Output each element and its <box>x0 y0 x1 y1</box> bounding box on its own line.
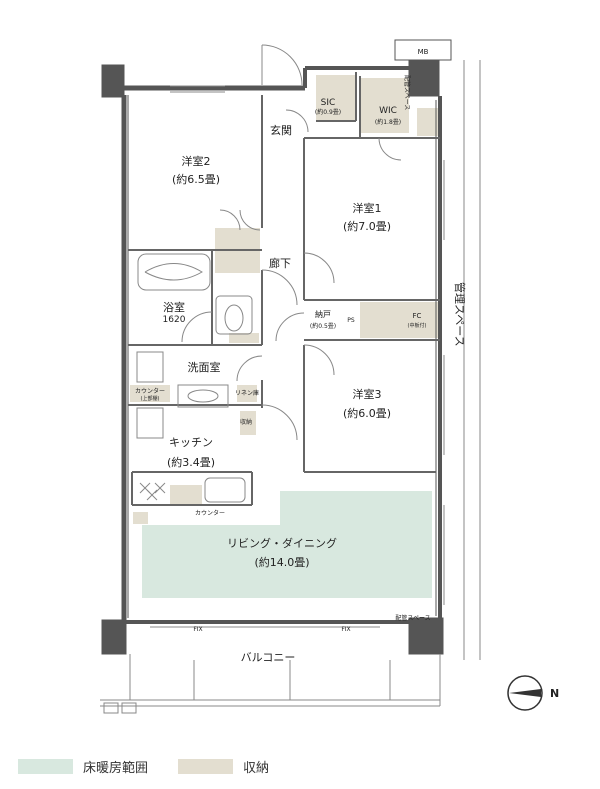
label-mb: MB <box>418 48 429 56</box>
label-bed1-area: (約7.0畳) <box>343 219 391 233</box>
label-living-area: (約14.0畳) <box>254 555 309 569</box>
label-living: リビング・ダイニング <box>227 536 337 550</box>
door-swings <box>181 44 402 441</box>
label-counter2: カウンター <box>195 509 225 517</box>
label-bed2-area: (約6.5畳) <box>172 172 220 186</box>
label-kanri: 管理スペース <box>453 282 467 347</box>
label-wic: WIC <box>379 106 397 116</box>
label-bed2: 洋室2 <box>182 154 211 168</box>
label-fc-sub: (中板付) <box>408 322 427 329</box>
interior-walls <box>128 72 440 506</box>
legend-swatch-floor-heating <box>18 758 73 774</box>
floor-heating-area <box>142 491 432 598</box>
label-rouka: 廊下 <box>269 256 291 270</box>
walls <box>101 39 452 655</box>
storage-areas <box>130 75 439 524</box>
legend-label-floor-heating: 床暖房範囲 <box>83 760 149 776</box>
label-washroom: 洗面室 <box>188 360 221 374</box>
label-kitchen-area: (約3.4畳) <box>167 455 215 469</box>
legend-label-storage: 収納 <box>243 760 270 776</box>
legend-swatch-storage <box>178 758 234 774</box>
label-bed3-area: (約6.0畳) <box>343 406 391 420</box>
label-bed3: 洋室3 <box>353 387 382 401</box>
label-genkan: 玄関 <box>270 123 292 137</box>
legend: 床暖房範囲 収納 <box>18 755 299 777</box>
label-nando-area: (約0.5畳) <box>310 322 336 330</box>
stove-icon <box>139 482 166 501</box>
label-bath-size: 1620 <box>163 315 186 325</box>
label-balcony: バルコニー <box>241 651 296 664</box>
label-storage-k: 収納 <box>240 418 252 426</box>
label-compass-n: N <box>550 687 559 700</box>
label-sic: SIC <box>321 98 336 108</box>
fixtures <box>100 60 481 714</box>
label-bed1: 洋室1 <box>353 201 382 215</box>
compass-icon <box>507 675 543 711</box>
label-fix2: FIX <box>341 626 350 633</box>
label-wic-area: (約1.8畳) <box>375 118 401 126</box>
label-linen: リネン庫 <box>235 389 259 397</box>
label-nando: 納戸 <box>315 309 331 319</box>
label-sic-area: (約0.9畳) <box>315 108 341 116</box>
label-haikan-bottom: 配管スペース <box>395 614 430 622</box>
label-ps: PS <box>347 317 355 324</box>
label-haikan-top: 配管スペース <box>403 75 411 110</box>
label-bath: 浴室 <box>163 300 185 314</box>
label-kitchen: キッチン <box>169 436 213 449</box>
label-counter1: カウンター <box>135 387 165 395</box>
label-fix1: FIX <box>193 626 202 633</box>
label-fc: FC <box>413 312 422 320</box>
label-counter1-sub: (上部棚) <box>141 395 160 402</box>
